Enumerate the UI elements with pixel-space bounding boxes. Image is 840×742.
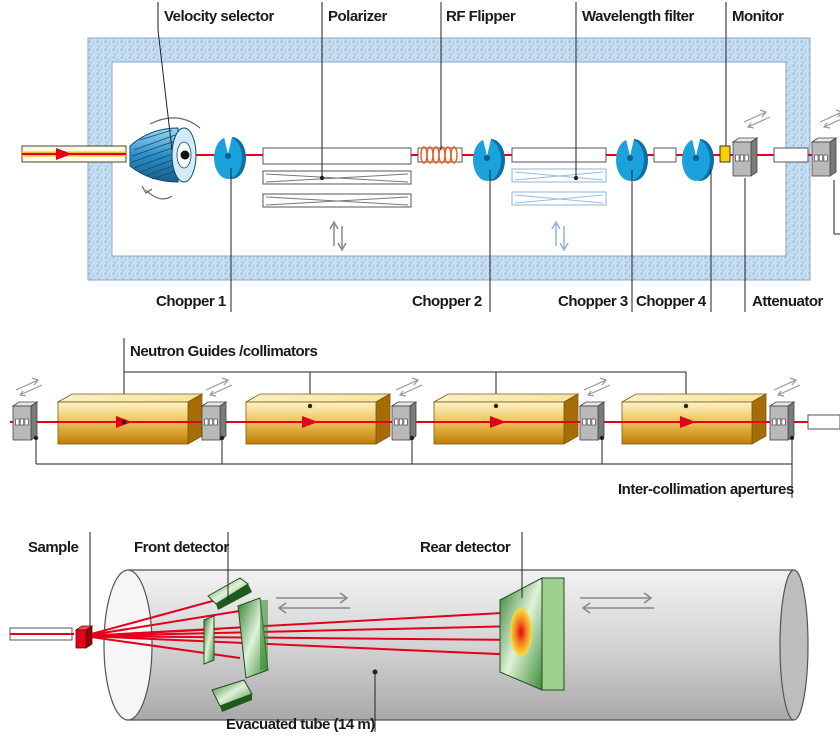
chopper-4 — [682, 139, 714, 181]
label-chopper-1: Chopper 1 — [156, 293, 226, 310]
label-polarizer: Polarizer — [328, 8, 388, 25]
label-neutron-guides: Neutron Guides /collimators — [130, 343, 318, 360]
label-chopper-3: Chopper 3 — [558, 293, 628, 310]
monitor — [719, 145, 731, 163]
neutron-guides-section: Neutron Guides /collimators Inter-collim… — [10, 338, 840, 498]
chopper-1 — [214, 137, 246, 179]
slide-arrows-5 — [773, 377, 801, 397]
scattered-beams — [83, 592, 521, 659]
attenuator — [732, 137, 758, 177]
incoming-beam-tube — [21, 145, 127, 163]
beam-pipe-segment — [653, 147, 677, 163]
wavelength-filter — [511, 147, 607, 252]
aperture-partial-top — [811, 137, 837, 177]
chopper-2 — [473, 139, 505, 181]
neutron-guide-2 — [244, 393, 392, 445]
exit-pipe-middle — [807, 414, 840, 430]
label-rf-flipper: RF Flipper — [446, 8, 516, 25]
label-wavelength-filter: Wavelength filter — [582, 8, 694, 25]
label-chopper-4: Chopper 4 — [636, 293, 707, 310]
aperture-1 — [12, 401, 38, 441]
label-attenuator: Attenuator — [752, 293, 823, 310]
aperture-4 — [579, 401, 605, 441]
top-labels: Velocity selector Polarizer RF Flipper W… — [156, 2, 824, 312]
label-apertures: Inter-collimation apertures — [618, 481, 794, 498]
aperture-3 — [391, 401, 417, 441]
rf-flipper — [417, 146, 463, 164]
sample — [74, 625, 94, 649]
neutron-guide-1 — [56, 393, 204, 445]
slide-arrows-3 — [395, 377, 423, 397]
rear-detector — [499, 577, 565, 691]
slide-arrows-4 — [583, 377, 611, 397]
exit-pipe — [773, 147, 809, 163]
label-rear-detector: Rear detector — [420, 539, 511, 556]
front-detector-move-arrows — [276, 592, 350, 614]
label-front-detector: Front detector — [134, 539, 229, 556]
label-sample: Sample — [28, 539, 79, 556]
detector-section: Sample Front detector Rear detector Evac… — [9, 532, 809, 733]
label-monitor: Monitor — [732, 8, 784, 25]
leader-dots — [33, 175, 795, 441]
polarizer — [262, 147, 412, 251]
label-chopper-2: Chopper 2 — [412, 293, 482, 310]
aperture-2 — [201, 401, 227, 441]
neutron-guide-3 — [432, 393, 580, 445]
rear-detector-move-arrows — [580, 592, 654, 614]
label-velocity-selector: Velocity selector — [164, 8, 275, 25]
slide-arrows-1 — [15, 377, 43, 397]
neutron-guide-4 — [620, 393, 768, 445]
velocity-selector — [129, 117, 201, 200]
aperture-slide-arrows — [819, 109, 840, 129]
label-evacuated-tube: Evacuated tube (14 m) — [226, 716, 375, 733]
slide-arrows-2 — [205, 377, 233, 397]
aperture-5 — [769, 401, 795, 441]
